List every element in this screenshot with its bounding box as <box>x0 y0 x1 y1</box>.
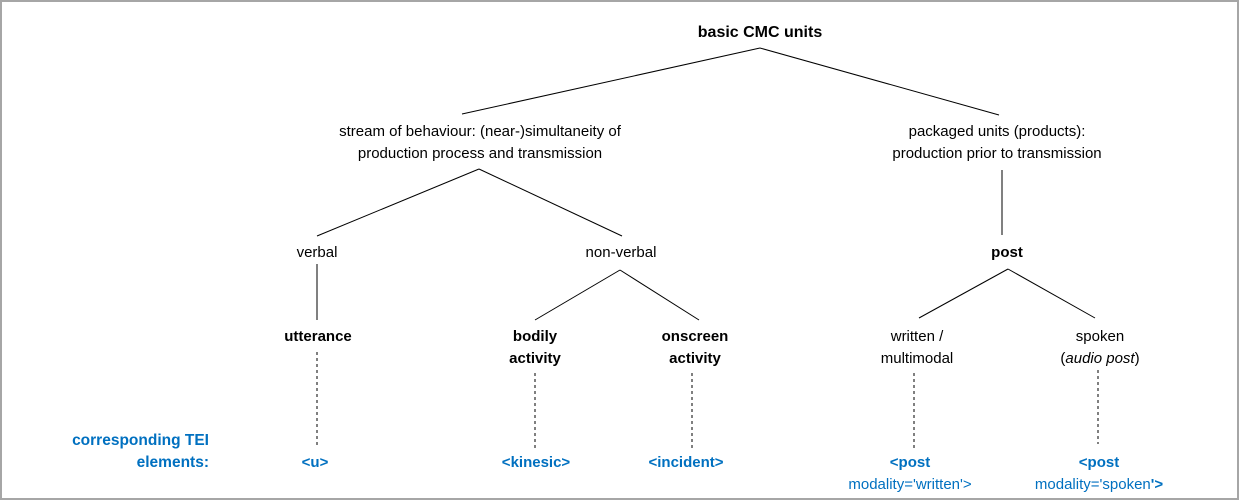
root-node-basic-cmc-units: basic CMC units <box>697 24 823 41</box>
tei-caption-line1: corresponding TEI <box>72 432 209 449</box>
tei-element-post-spoken: <post modality='spoken'> <box>1035 452 1163 496</box>
edge-root-to-packaged <box>759 47 1000 116</box>
tei-element-incident: <incident> <box>648 454 724 471</box>
edge-post-to-spoken <box>1007 268 1096 319</box>
node-onscreen-line2: activity <box>669 350 721 367</box>
tei-caption-line2: elements: <box>136 454 209 471</box>
node-stream-of-behaviour: stream of behaviour: (near-)simultaneity… <box>339 121 621 165</box>
node-verbal: verbal <box>296 244 338 261</box>
tei-post-spoken-line2: modality='spoken'> <box>1035 474 1163 496</box>
edge-post-to-written <box>918 268 1009 319</box>
audio-post-italic: audio post <box>1065 350 1135 367</box>
tei-post-spoken-line2-regular: modality='spoken <box>1034 476 1151 493</box>
node-onscreen-line1: onscreen <box>661 328 729 345</box>
tei-caption: corresponding TEI elements: <box>24 430 209 474</box>
node-packaged-line2: production prior to transmission <box>892 145 1102 162</box>
node-spoken-line1: spoken <box>1075 328 1125 345</box>
node-spoken-line2: (audio post) <box>1060 348 1139 370</box>
node-post: post <box>991 244 1023 261</box>
edge-nonverbal-to-bodily <box>534 269 621 321</box>
tei-post-spoken-line1: <post <box>1078 454 1120 471</box>
tei-element-post-written: <post modality='written'> <box>848 452 971 496</box>
node-bodily-line1: bodily <box>512 328 558 345</box>
tei-element-u: <u> <box>301 454 329 471</box>
edge-nonverbal-to-onscreen <box>619 269 700 321</box>
tei-post-spoken-line2-bold: '> <box>1150 476 1164 493</box>
node-written-line1: written / <box>890 328 944 345</box>
paren-close: ) <box>1134 350 1140 367</box>
node-utterance: utterance <box>284 328 352 345</box>
edge-root-to-stream <box>461 47 761 115</box>
node-onscreen-activity: onscreen activity <box>662 326 729 370</box>
paren-open: ( <box>1060 350 1066 367</box>
node-stream-line2: production process and transmission <box>357 145 603 162</box>
node-non-verbal: non-verbal <box>585 244 657 261</box>
tei-post-written-line1: <post <box>889 454 931 471</box>
node-stream-line1: stream of behaviour: (near-)simultaneity… <box>339 123 621 140</box>
tei-element-kinesic: <kinesic> <box>501 454 571 471</box>
node-bodily-line2: activity <box>509 350 561 367</box>
node-spoken-audio-post: spoken (audio post) <box>1060 326 1139 370</box>
tei-post-written-line2: modality='written'> <box>848 476 972 493</box>
node-packaged-line1: packaged units (products): <box>908 123 1086 140</box>
node-packaged-units: packaged units (products): production pr… <box>892 121 1101 165</box>
edge-stream-to-verbal <box>316 168 480 237</box>
node-written-line2: multimodal <box>880 350 954 367</box>
node-written-multimodal: written / multimodal <box>881 326 954 370</box>
edge-stream-to-nonverbal <box>478 168 623 237</box>
node-bodily-activity: bodily activity <box>509 326 561 370</box>
